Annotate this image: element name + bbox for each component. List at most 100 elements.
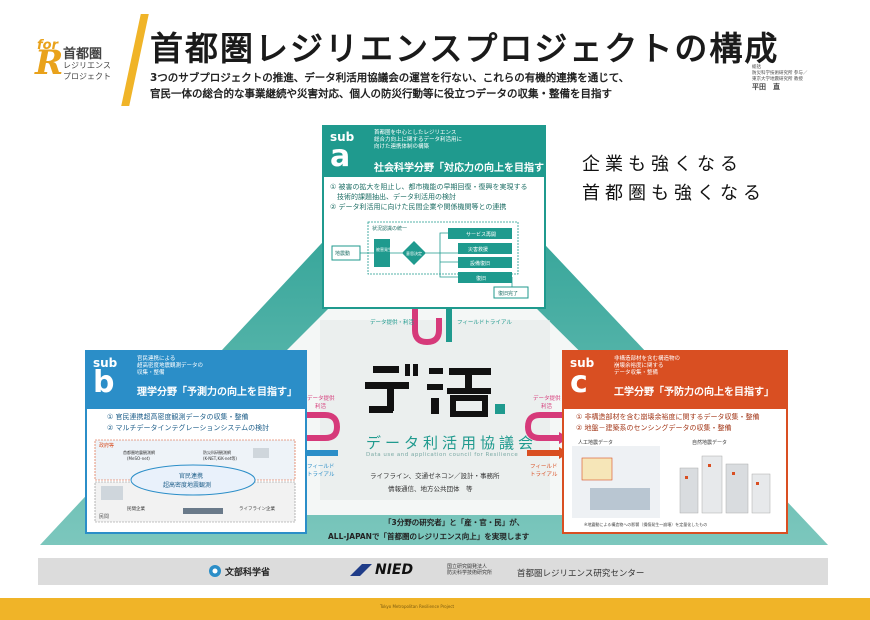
council-english: Data use and application council for Res… xyxy=(366,452,519,458)
flow-dispatch-text: 災害救援 xyxy=(468,246,488,253)
logo-line3: プロジェクト xyxy=(63,72,111,81)
sub-c-desc-2: 崩壊余裕度に関する xyxy=(614,363,664,369)
slogan: 企業も強くなる 首都圏も強くなる xyxy=(582,150,766,208)
footer-message2: ALL-JAPANで「首都圏のレジリエンス向上」を実現します xyxy=(328,532,530,541)
artificial-label: 人工地震データ xyxy=(578,439,613,446)
author-name: 平田 直 xyxy=(752,83,780,91)
page-title: 首都圏レジリエンスプロジェクトの構成 xyxy=(150,29,780,68)
flow-unify-text: 状況認識の統一 xyxy=(372,225,407,232)
sub-b-desc-1: 官民連携による xyxy=(137,356,176,362)
train xyxy=(183,508,223,514)
sub-b-header xyxy=(87,352,305,409)
sub-b-goal-2: ② マルチデータインテグレーションシステムの検討 xyxy=(107,424,270,432)
arrow-a-down xyxy=(412,300,442,346)
natural-label: 自然地震データ xyxy=(692,439,727,446)
flow-recover-text: 設備復旧 xyxy=(470,260,490,267)
test-rig xyxy=(590,488,650,510)
sponsor-band xyxy=(38,558,828,585)
nied-mark-icon xyxy=(350,564,372,576)
sensor-marks xyxy=(685,464,759,485)
flow-recover-box xyxy=(458,257,512,268)
sub-b-desc-3: 収集・整備 xyxy=(137,370,165,376)
sub-b-desc-2: 超高密度地震観測データの xyxy=(137,363,204,369)
sub-b-goal-1: ① 官民連携超高密度観測データの収集・整備 xyxy=(107,413,249,421)
sub-b-field: 理学分野「予測力の向上を目指す」 xyxy=(137,387,297,398)
subtitle-line2: 官民一体の総合的な事業継続や災害対応、個人の防災行動等に役立つデータの収集・整備… xyxy=(150,88,612,100)
sub-a-desc-1: 首都圏を中心としたレジリエンス xyxy=(374,130,457,136)
footer-message1: 「3分野の研究者」と「産・官・民」が、 xyxy=(384,518,525,527)
flow-damage-text: 被害発生 xyxy=(376,246,392,252)
mext-icon xyxy=(209,565,221,577)
flow-unify-box xyxy=(367,221,519,275)
flow-done-box xyxy=(493,286,529,299)
company-building xyxy=(101,486,123,500)
flow-links xyxy=(360,232,513,287)
sub-a-letter: a xyxy=(330,139,351,174)
sub-a-field: 社会科学分野「対応力の向上を目指す」 xyxy=(374,163,546,174)
net2-label: 防災科研観測網 xyxy=(203,449,231,455)
sub-a-badge: sub a xyxy=(330,130,355,174)
sub-c-goal-2: ② 地盤－建築系のセンシングデータの収集・整備 xyxy=(576,424,732,432)
sub-c-sub: sub xyxy=(570,356,595,370)
sub-c-header xyxy=(564,352,786,409)
author-aff2: 東京大学地震研究所 教授 xyxy=(752,77,803,82)
author-role: 総括 xyxy=(752,65,761,70)
flow-service-text: サービス再開 xyxy=(466,231,496,238)
building-3 xyxy=(725,463,749,514)
research-center-name: 首都圏レジリエンス研究センター xyxy=(517,569,645,579)
sub-a-desc: 首都圏を中心としたレジリエンス 総合力向上に関するデータ利活用に 向けた連携体制… xyxy=(374,130,462,151)
sub-c-letter: c xyxy=(570,365,588,400)
building-2 xyxy=(701,455,723,514)
sub-c-goal-1: ① 非構造部材を含む崩壊余裕度に関するデータ収集・整備 xyxy=(576,413,760,421)
dekatsu-dot xyxy=(495,404,505,414)
arrow-b-loop xyxy=(303,412,341,441)
arrow-label-left-top1: データ提供 xyxy=(307,396,335,402)
nied-name2: 防災科学技術研究所 xyxy=(447,570,493,576)
council-members2: 情報通信、地方公共団体 等 xyxy=(388,485,473,493)
gov-building xyxy=(253,448,269,458)
cloud-label1: 官民連携 xyxy=(179,472,203,480)
sub-b-panel: sub b 官民連携による 超高密度地震観測データの 収集・整備 理学分野「予測… xyxy=(85,350,307,534)
arrow-label-top-right: フィールドトライアル xyxy=(457,320,512,326)
arrow-label-top-left: データ提供・利活 xyxy=(370,320,415,326)
arrow-label-right-top1: データ提供 xyxy=(533,396,561,402)
test-frame xyxy=(581,457,613,481)
flow-decide-diamond xyxy=(402,241,426,265)
flow-decide-text: 意思決定 xyxy=(406,250,422,256)
net2b-label: (K-NET,KiK-net等) xyxy=(203,455,237,461)
council-name: データ利活用協議会 xyxy=(366,434,538,452)
dekatsu-glyphs xyxy=(365,364,491,417)
dekatsu-logo xyxy=(365,364,505,417)
company-label: 民間企業 xyxy=(127,505,145,512)
arrow-label-right-bot1: フィールド xyxy=(530,464,558,470)
logo-line2: レジリエンス xyxy=(63,61,111,70)
sub-c-desc-1: 非構造部材を含む構造物の xyxy=(614,356,681,362)
sub-a-goal-2: ② データ利活用に向けた民間企業や関係機関等との連携 xyxy=(330,203,507,211)
arrow-c-loop xyxy=(524,412,562,441)
gov-label: 政府等 xyxy=(99,442,114,449)
logo-line1: 首都圏 xyxy=(63,47,103,62)
arrow-label-right-bot2: トライアル xyxy=(530,472,558,478)
sub-b-letter: b xyxy=(93,365,115,400)
net1-label: 首都圏地震観測網 xyxy=(123,449,155,455)
slogan-line1: 企業も強くなる xyxy=(582,154,743,175)
sub-c-field: 工学分野「予防力の向上を目指す」 xyxy=(614,387,774,398)
sub-c-goals: ① 非構造部材を含む崩壊余裕度に関するデータ収集・整備 ② 地盤－建築系のセンシ… xyxy=(576,412,760,434)
slogan-line2: 首都圏も強くなる xyxy=(582,183,766,204)
sub-a-desc-3: 向けた連携体制の構築 xyxy=(374,144,430,150)
nied-name1: 国立研究開発法人 xyxy=(447,564,488,570)
author-aff1: 防災科学技術研究所 参与／ xyxy=(752,71,808,76)
building-1 xyxy=(679,467,699,514)
mext-label: 文部科学省 xyxy=(225,568,271,578)
sub-b-badge: sub b xyxy=(93,357,117,400)
logo-for: for xyxy=(37,38,58,53)
arrow-label-left-top2: 利活 xyxy=(315,404,327,410)
sub-a-sub: sub xyxy=(330,130,355,144)
sub-c-panel: sub c 非構造部材を含む構造物の 崩壊余裕度に関する データ収集・整備 工学… xyxy=(562,350,788,534)
subtitle-line1: 3つのサブプロジェクトの推進、データ利活用協議会の運営を行ない、これらの有機的連… xyxy=(150,72,630,84)
sub-a-goal-1: ① 被害の拡大を阻止し、都市機能の早期回復・復興を実現する xyxy=(330,183,528,191)
flow-damage-box xyxy=(374,239,390,267)
sub-c-desc: 非構造部材を含む構造物の 崩壊余裕度に関する データ収集・整備 xyxy=(614,356,680,377)
sub-a-goals: ① 被害の拡大を阻止し、都市機能の早期回復・復興を実現する 技術的課題抽出、デー… xyxy=(330,182,528,212)
integration-cloud xyxy=(130,464,256,496)
